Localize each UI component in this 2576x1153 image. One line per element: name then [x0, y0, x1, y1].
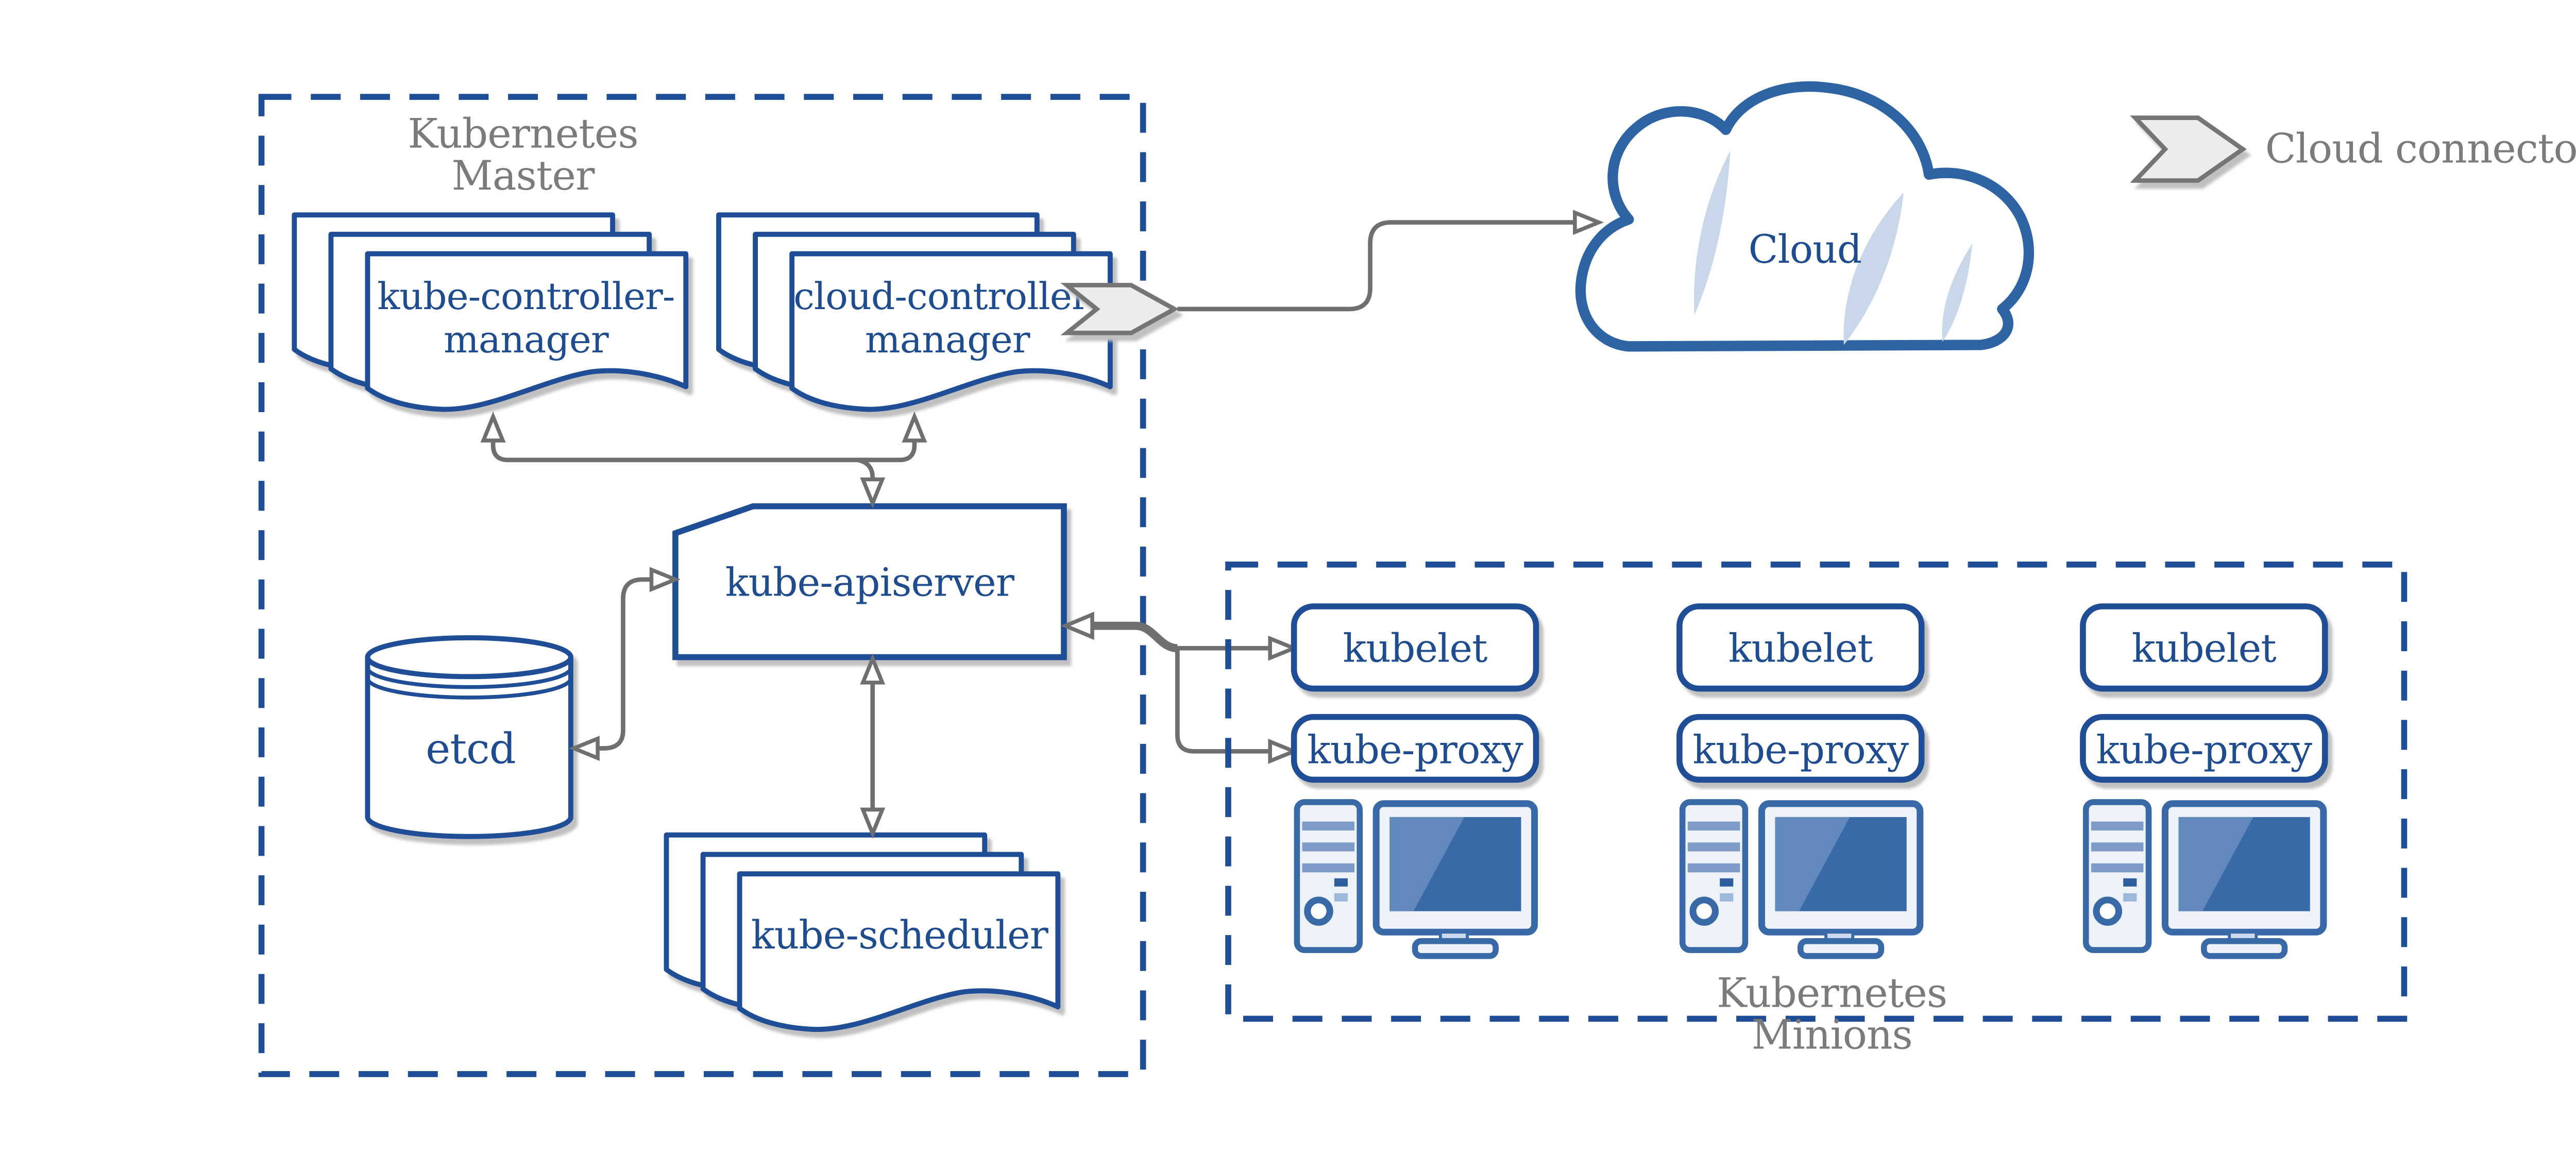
computer-icon — [1297, 802, 1534, 956]
kube-controller-manager-label-line1: kube-controller- — [377, 275, 674, 318]
arrowhead-right-icon — [1573, 210, 1604, 235]
etcd-cylinder-rim — [365, 667, 573, 689]
cloud-controller-manager-label-line2: manager — [865, 318, 1030, 362]
cloud-shine-slash — [1693, 150, 1731, 315]
legend-chevron-icon — [2130, 115, 2247, 183]
arrowhead-right-icon — [649, 567, 681, 592]
kube-proxy-box — [1291, 714, 1539, 783]
node-column: kubelet kube-proxy — [2080, 603, 2328, 956]
master-dashed-border — [258, 94, 1146, 1077]
legend: Cloud connector — [2130, 115, 2576, 183]
legend-label: Cloud connector — [2265, 126, 2576, 173]
kubelet-label: kubelet — [1343, 625, 1487, 671]
master-title-line1: Kubernetes — [408, 111, 638, 158]
cloud-label: Cloud — [1749, 227, 1862, 272]
arrowhead-up-icon — [860, 653, 886, 685]
computer-icon — [1683, 802, 1920, 956]
cloud-shine-slash — [1942, 243, 1973, 342]
kubelet-box — [1676, 603, 1925, 692]
kube-proxy-label: kube-proxy — [1307, 727, 1523, 773]
kube-proxy-label: kube-proxy — [1692, 727, 1909, 773]
arrow-controllers-to-apiserver — [480, 411, 927, 508]
kubelet-label: kubelet — [1728, 625, 1873, 671]
arrowhead-up-icon — [902, 411, 927, 443]
kubelet-label: kubelet — [2132, 625, 2277, 671]
minions-dashed-border — [1225, 561, 2408, 1022]
arrowhead-right-icon — [1268, 635, 1299, 661]
arrow-apiserver-scheduler — [860, 653, 886, 839]
kube-controller-manager-stack: kube-controller- manager — [294, 215, 686, 409]
master-title-line2: Master — [452, 152, 595, 199]
kube-apiserver-box — [672, 503, 1067, 660]
arrowhead-right-icon — [1268, 738, 1299, 764]
arrowhead-left-icon — [568, 736, 600, 761]
etcd-cylinder-top — [365, 635, 573, 680]
cloud-shine-slash — [1843, 192, 1904, 345]
kube-scheduler-label: kube-scheduler — [751, 912, 1049, 958]
cloud-icon — [1575, 81, 2035, 352]
etcd-label: etcd — [426, 725, 516, 774]
cloud-controller-manager-stack: cloud-controller- manager — [719, 215, 1110, 409]
arrowhead-down-icon — [860, 477, 886, 508]
arrow-chevron-to-cloud — [1177, 210, 1604, 312]
minions-title-line2: Minions — [1752, 1011, 1912, 1058]
kube-proxy-box — [1676, 714, 1925, 783]
kube-apiserver-label: kube-apiserver — [725, 560, 1015, 605]
node-column: kubelet kube-proxy — [1291, 603, 1539, 956]
kubernetes-master-group: Kubernetes Master kube-controller- manag… — [258, 94, 1146, 1077]
cloud-node: Cloud — [1575, 81, 2035, 352]
cloud-controller-manager-label-line1: cloud-controller- — [793, 275, 1101, 318]
etcd-node: etcd — [365, 635, 573, 839]
cloud-connector-chevron-icon — [1060, 283, 1179, 335]
arrowhead-left-icon — [1060, 612, 1094, 640]
kubelet-box — [2080, 603, 2328, 692]
kube-scheduler-stack: kube-scheduler — [667, 835, 1058, 1029]
arrowhead-up-icon — [480, 411, 506, 443]
kube-apiserver-node: kube-apiserver — [672, 503, 1067, 660]
kube-proxy-label: kube-proxy — [2096, 727, 2312, 773]
arrow-etcd-apiserver — [568, 567, 681, 761]
arrowhead-down-icon — [860, 807, 886, 839]
kube-proxy-box — [2080, 714, 2328, 783]
computer-icon — [2086, 802, 2324, 956]
etcd-cylinder-body — [365, 657, 573, 839]
minions-title-line1: Kubernetes — [1717, 970, 1947, 1016]
node-column: kubelet kube-proxy — [1676, 603, 1925, 956]
kube-controller-manager-label-line2: manager — [444, 318, 609, 362]
etcd-cylinder-rim — [365, 677, 573, 700]
arrow-apiserver-to-nodes — [1060, 612, 1299, 764]
kubelet-box — [1291, 603, 1539, 692]
kubernetes-minions-group: kubelet kube-proxy kubelet kube-proxy ku… — [1225, 561, 2408, 1058]
connectors — [480, 210, 1604, 839]
